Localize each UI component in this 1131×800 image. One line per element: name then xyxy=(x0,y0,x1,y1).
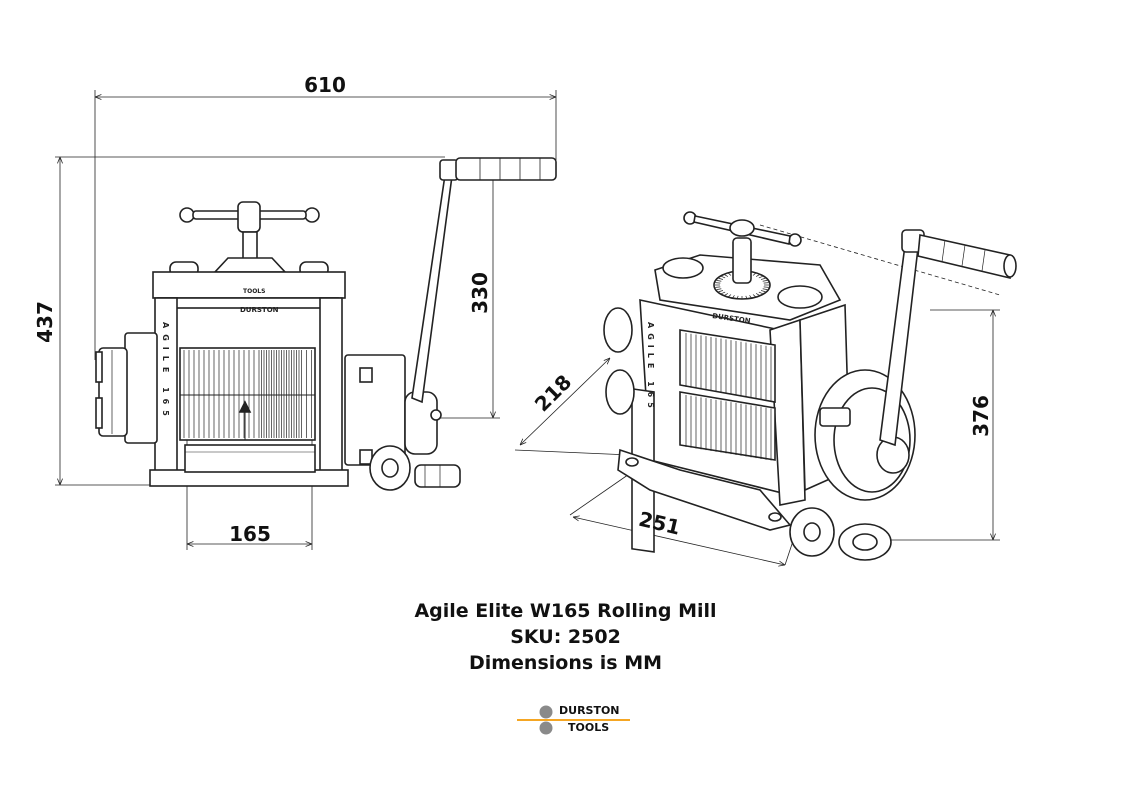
mill-frame xyxy=(149,271,349,487)
iso-top-assembly xyxy=(654,211,842,321)
dim-roller-width: 165 xyxy=(229,522,271,546)
dial-tick xyxy=(716,280,722,282)
logo-text-line2: TOOLS xyxy=(568,721,609,734)
logo-dot-top xyxy=(539,705,553,719)
dial-tick xyxy=(736,295,739,299)
dial-tick xyxy=(724,293,729,296)
dial-tick xyxy=(762,280,768,282)
dial-tick xyxy=(718,277,724,280)
dial-tick xyxy=(760,290,766,293)
iso-rollers xyxy=(603,307,776,461)
dial-tick xyxy=(755,293,760,296)
dial-tick xyxy=(745,295,748,299)
left-gear-housing xyxy=(95,332,158,444)
dial-tick xyxy=(752,273,756,276)
dial-tick xyxy=(718,290,724,293)
front-rollers xyxy=(179,347,316,441)
dial-tick xyxy=(752,294,756,297)
logo-text-line1: DURSTON xyxy=(559,704,620,717)
logo-dot-bottom xyxy=(539,721,553,735)
dim-iso-depth: 218 xyxy=(530,370,576,416)
dim-overall-height: 437 xyxy=(33,301,57,343)
crank-assembly xyxy=(411,157,557,404)
dial-tick xyxy=(728,294,732,297)
dial-tick xyxy=(716,288,722,290)
iso-crank xyxy=(879,229,1017,447)
front-view: DURSTON TOOLS AGILE 165 610 437 330 165 xyxy=(33,73,557,550)
frame-brand-label: DURSTON xyxy=(240,306,279,314)
dial-tick xyxy=(758,275,763,279)
dim-iso-height: 376 xyxy=(969,395,993,437)
accessory-roller-front xyxy=(369,445,461,491)
dial-tick xyxy=(755,274,760,277)
side-label-front: AGILE 165 xyxy=(161,322,170,422)
dim-handle-height: 330 xyxy=(468,272,492,314)
top-brand-label: TOOLS xyxy=(243,288,265,295)
iso-side-label: AGILE 165 xyxy=(646,322,655,413)
dial-tick xyxy=(721,291,726,295)
dial-tick xyxy=(762,288,768,290)
accessory-rollers-iso xyxy=(789,507,892,561)
right-gearbox xyxy=(344,354,442,466)
iso-frame-brand: DURSTON xyxy=(712,312,751,325)
units-note: Dimensions is MM xyxy=(468,652,663,674)
dial-tick xyxy=(728,273,732,276)
dim-overall-width: 610 xyxy=(304,73,346,97)
durston-logo: DURSTON TOOLS xyxy=(517,704,630,735)
dial-tick xyxy=(760,277,766,280)
dial-tick xyxy=(732,295,735,298)
top-t-handle xyxy=(179,201,320,273)
iso-dimension-lines xyxy=(514,224,1001,565)
dial-tick xyxy=(721,275,726,279)
dial-tick xyxy=(758,291,763,295)
dial-tick xyxy=(749,295,752,298)
product-sku: SKU: 2502 xyxy=(510,626,621,648)
product-title: Agile Elite W165 Rolling Mill xyxy=(414,600,717,622)
isometric-view: AGILE 165 DURSTON 218 251 376 xyxy=(514,211,1017,565)
dial-tick xyxy=(724,274,729,277)
